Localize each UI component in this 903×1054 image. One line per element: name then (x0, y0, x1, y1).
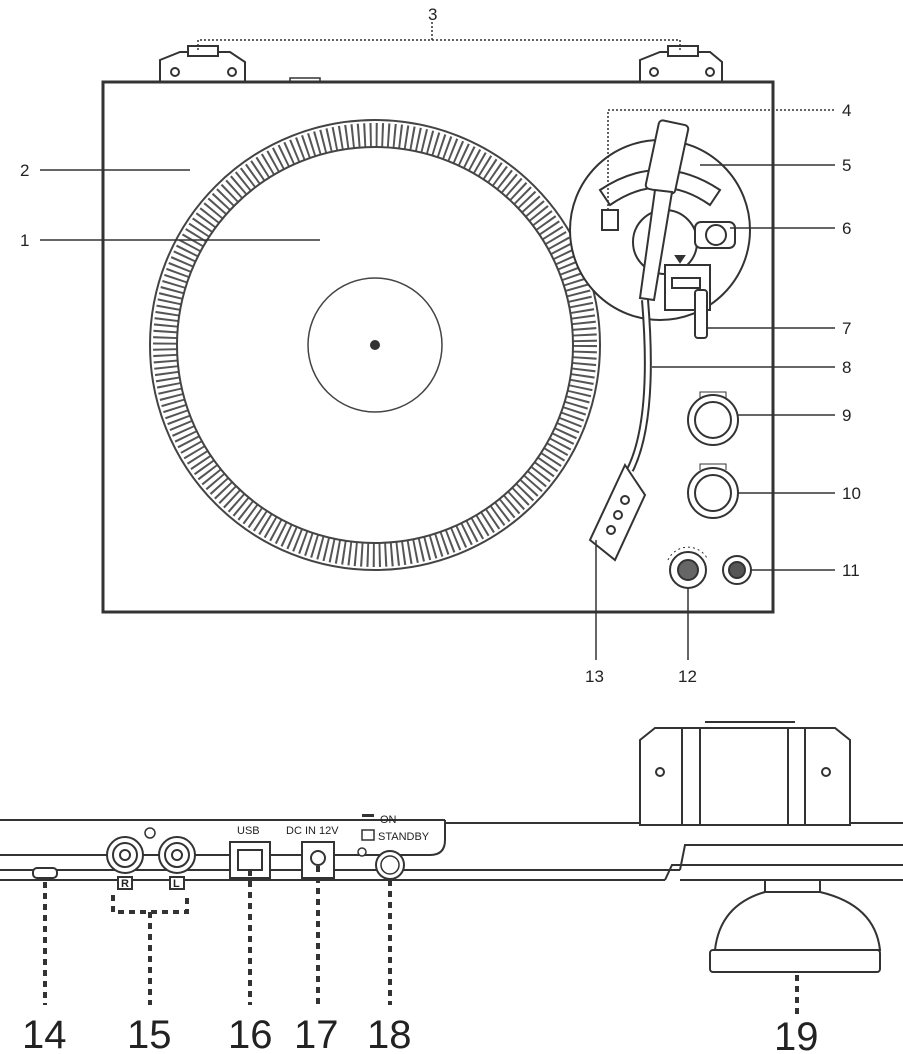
callout-7: 7 (842, 319, 851, 338)
callout-8: 8 (842, 358, 851, 377)
rca-jack-left (158, 836, 196, 890)
turntable-top-view: 3 2 1 4 5 6 7 8 9 10 11 12 13 (20, 5, 861, 686)
dc-in-socket (310, 850, 326, 866)
callout-17: 17 (294, 1013, 339, 1054)
hinge-mount (639, 721, 851, 826)
ground-terminal (32, 867, 58, 879)
callout-13: 13 (585, 667, 604, 686)
standby-symbol (361, 829, 375, 841)
power-on-label: ON (380, 814, 397, 826)
callout-2: 2 (20, 161, 29, 180)
spindle (370, 340, 380, 350)
usb-label: USB (237, 825, 260, 837)
callout-16: 16 (228, 1013, 273, 1054)
jack-right-label: R (121, 878, 129, 890)
arm-rest (694, 289, 708, 339)
rear-panel-view: R L USB DC IN 12V ON STANDBY (0, 721, 903, 1054)
led-indicator (357, 847, 367, 857)
screw-hole (144, 827, 156, 839)
power-switch-inner (380, 855, 400, 875)
strobe-dots (153, 123, 597, 567)
top-leader-lines (40, 22, 835, 660)
power-standby-label: STANDBY (378, 831, 430, 843)
callout-1: 1 (20, 231, 29, 250)
dc-in-label: DC IN 12V (286, 825, 339, 837)
callout-9: 9 (842, 406, 851, 425)
pitch-knob (667, 546, 709, 589)
jack-left-label: L (173, 878, 180, 890)
usb-port-inner (237, 849, 263, 871)
tonearm (588, 119, 690, 562)
callout-11: 11 (842, 561, 860, 580)
callout-19: 19 (774, 1015, 819, 1054)
callout-3: 3 (428, 5, 437, 24)
callout-5: 5 (842, 156, 851, 175)
hinge-right (639, 45, 723, 83)
pitch-reset-button (722, 555, 752, 585)
callout-4: 4 (842, 101, 851, 120)
speed-knob (687, 391, 739, 446)
callout-15: 15 (127, 1013, 172, 1054)
callout-14: 14 (22, 1013, 67, 1054)
callout-10: 10 (842, 484, 861, 503)
rubber-foot (709, 879, 882, 973)
bottom-leader-lines (43, 866, 799, 1015)
on-symbol (362, 814, 374, 817)
hinge-left (159, 45, 246, 83)
callout-18: 18 (367, 1013, 412, 1054)
callout-12: 12 (678, 667, 697, 686)
rca-jack-right (106, 836, 144, 890)
start-stop-knob (687, 463, 739, 519)
callout-6: 6 (842, 219, 851, 238)
